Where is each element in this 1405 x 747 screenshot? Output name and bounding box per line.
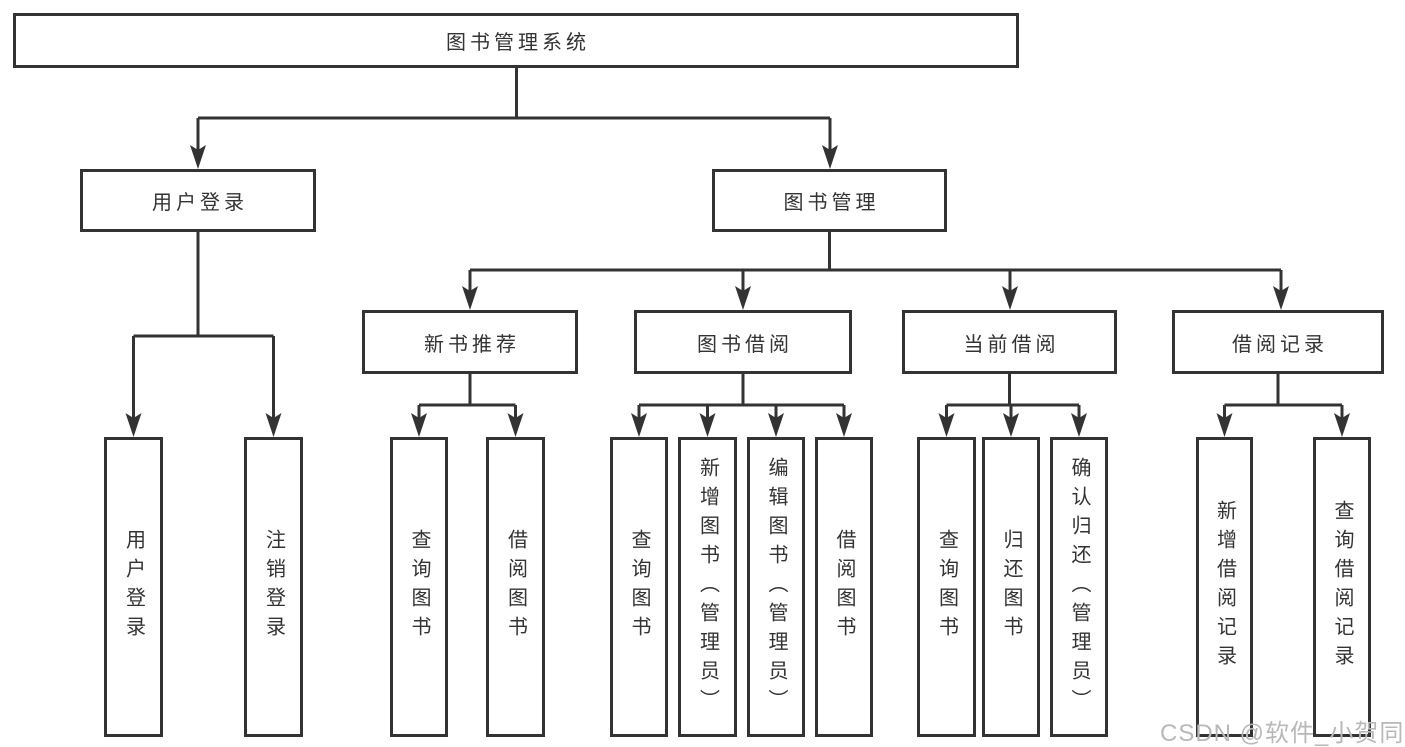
- arrowhead-icon: [462, 286, 478, 310]
- connector-line: [196, 68, 832, 150]
- arrowhead-icon: [822, 145, 838, 169]
- connector-book-management: [462, 232, 1289, 310]
- arrowhead-icon: [1216, 413, 1233, 437]
- arrowhead-icon: [631, 413, 647, 437]
- arrowhead-icon: [699, 413, 716, 437]
- connector-line: [132, 232, 275, 418]
- leaf-borrow-books-recommend: 借阅图书: [486, 437, 545, 737]
- leaf-edit-book-admin: 编辑图书（管理员）: [747, 437, 805, 737]
- connector-current-borrow: [938, 374, 1087, 437]
- connector-new-book-recommend: [411, 374, 524, 437]
- connector-line: [1223, 374, 1344, 420]
- node-user-login: 用户登录: [80, 169, 316, 232]
- node-borrow-records: 借阅记录: [1172, 310, 1384, 374]
- connector-line: [945, 374, 1081, 420]
- arrowhead-icon: [1002, 286, 1018, 310]
- arrowhead-icon: [125, 413, 142, 437]
- arrowhead-icon: [836, 413, 852, 437]
- leaf-query-books-recommend: 查询图书: [390, 437, 448, 737]
- csdn-watermark: CSDN @软件_小贺同学: [1160, 720, 1405, 747]
- arrowhead-icon: [1273, 286, 1289, 310]
- leaf-query-books-borrow: 查询图书: [610, 437, 668, 737]
- arrowhead-icon: [938, 413, 955, 437]
- leaf-borrow-books: 借阅图书: [815, 437, 873, 737]
- arrowhead-icon: [411, 413, 427, 437]
- arrowhead-icon: [1003, 413, 1019, 437]
- leaf-return-books: 归还图书: [982, 437, 1040, 737]
- leaf-query-books-current: 查询图书: [917, 437, 976, 737]
- leaf-logout: 注销登录: [244, 437, 303, 737]
- connector-borrow-records: [1216, 374, 1350, 437]
- arrowhead-icon: [735, 286, 751, 310]
- leaf-add-book-admin: 新增图书（管理员）: [678, 437, 737, 737]
- arrowhead-icon: [190, 145, 206, 169]
- arrowhead-icon: [1071, 413, 1087, 437]
- leaf-user-login: 用户登录: [104, 437, 163, 737]
- connector-line: [417, 374, 517, 420]
- connector-book-borrow: [631, 374, 852, 437]
- connector-user-login: [125, 232, 282, 437]
- connector-line: [637, 374, 846, 420]
- leaf-query-borrow-record: 查询借阅记录: [1313, 437, 1371, 737]
- connector-root: [190, 68, 838, 169]
- arrowhead-icon: [265, 413, 282, 437]
- arrowhead-icon: [507, 413, 524, 437]
- arrowhead-icon: [768, 413, 784, 437]
- connector-line: [468, 232, 1283, 292]
- leaf-add-borrow-record: 新增借阅记录: [1196, 437, 1253, 737]
- arrowhead-icon: [1334, 413, 1350, 437]
- node-book-management: 图书管理: [712, 169, 947, 232]
- node-new-book-recommend: 新书推荐: [362, 310, 578, 374]
- node-library-management-system: 图书管理系统: [13, 13, 1019, 68]
- leaf-confirm-return-admin: 确认归还（管理员）: [1050, 437, 1108, 737]
- node-current-borrow: 当前借阅: [902, 310, 1117, 374]
- node-book-borrow: 图书借阅: [634, 310, 852, 374]
